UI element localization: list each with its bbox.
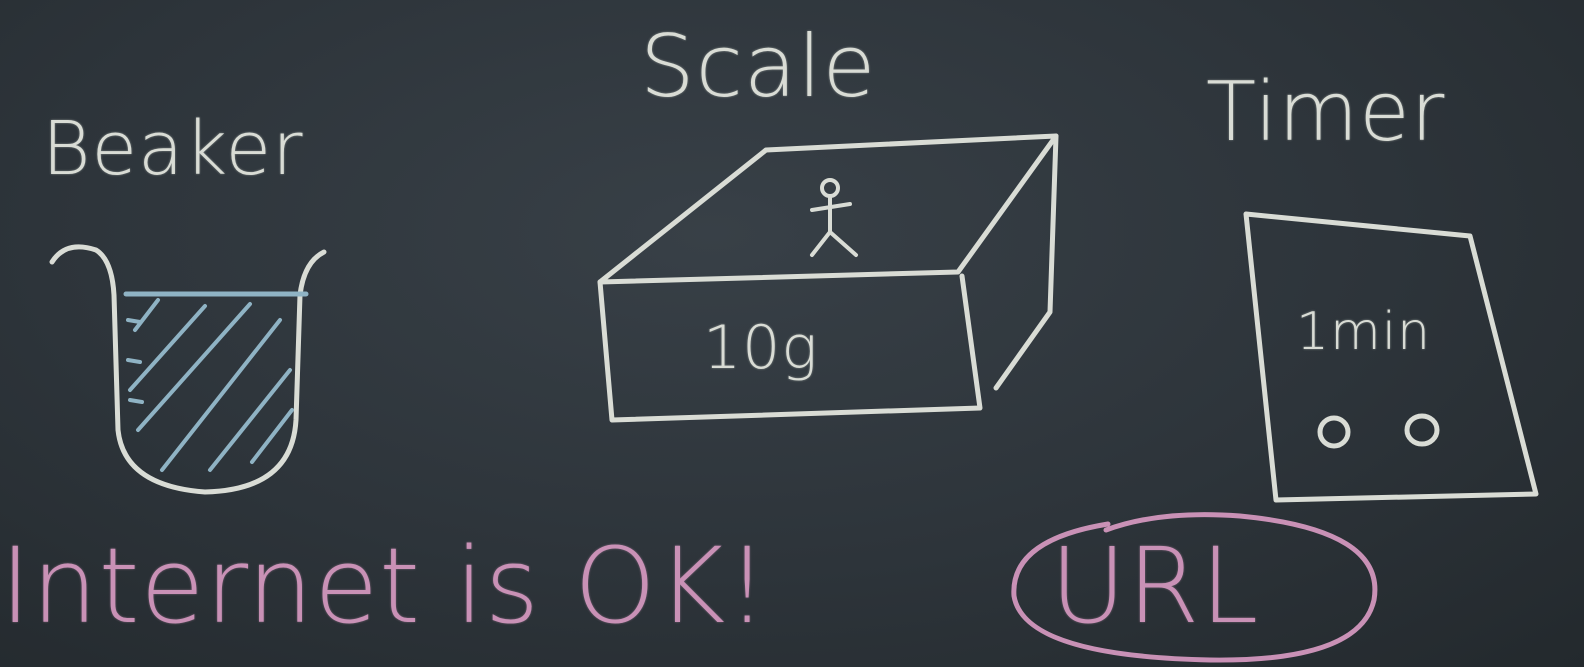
beaker-drawing [49, 244, 327, 495]
timer-button-right [1404, 413, 1440, 447]
scale-reading: 10g [703, 313, 819, 383]
person-icon [810, 178, 858, 257]
url-circle [1011, 512, 1378, 663]
timer-reading: 1min [1296, 302, 1432, 362]
url-text: URL [1050, 525, 1260, 647]
message-text: Internet is OK! [0, 525, 769, 647]
beaker-liquid-hatching [126, 298, 294, 472]
scale-label: Scale [640, 17, 877, 117]
scale-drawing [597, 133, 1059, 423]
timer-label: Timer [1206, 65, 1446, 160]
timer-drawing [1243, 211, 1539, 503]
beaker-label: Beaker [42, 106, 304, 192]
timer-button-left [1317, 415, 1351, 449]
